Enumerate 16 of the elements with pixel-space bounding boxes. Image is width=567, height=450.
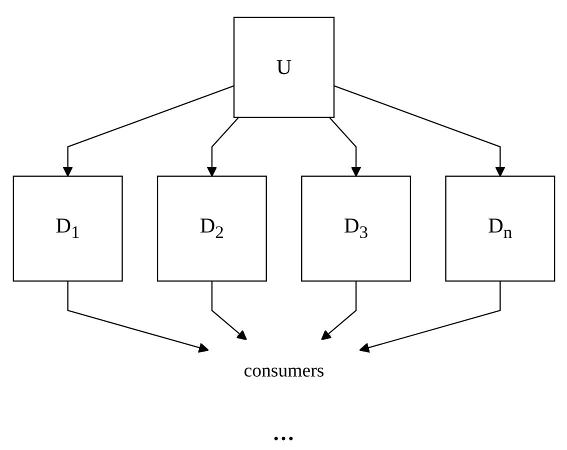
node-text: consumers [243,360,324,381]
node-box [156,175,266,282]
node-box [300,175,411,282]
arrow [66,280,208,352]
node-box [444,175,555,282]
arrow [206,116,239,176]
arrow [333,84,505,176]
arrow [320,280,356,340]
flowchart: U D$_{1}$ D$_{2}$ D$_{3}$ D$_{n}$ consumers [4,8,564,412]
arrow [210,280,247,340]
arrow [62,84,234,176]
ellipsis: … [272,420,294,445]
node-box [12,175,122,282]
node-box [232,16,334,118]
arrow [358,280,500,352]
arrow [328,116,361,176]
